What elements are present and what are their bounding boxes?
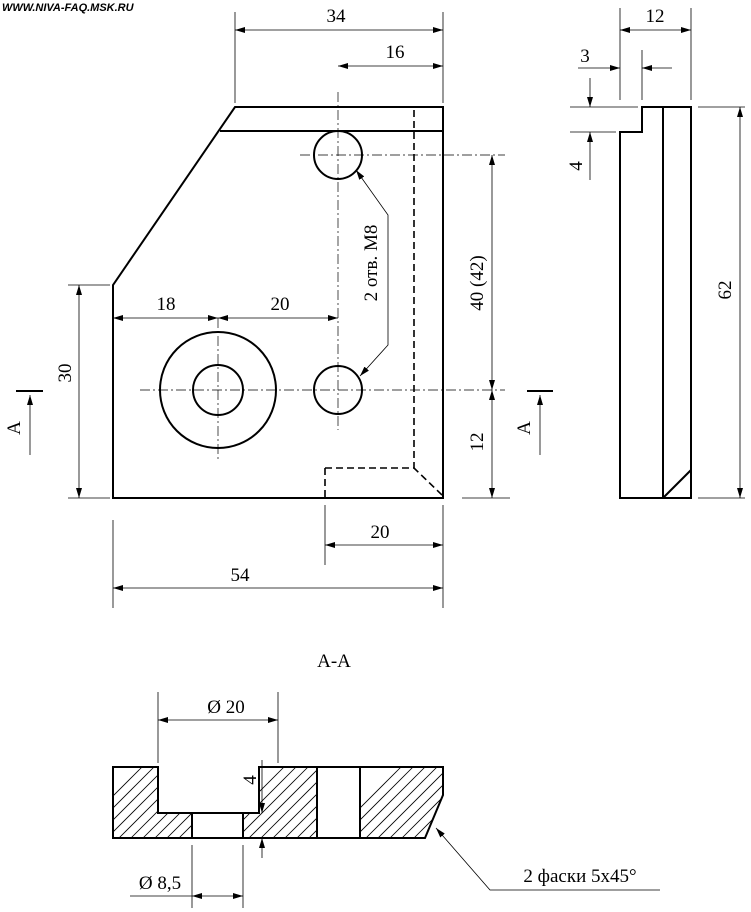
dim-text-30: 30 <box>55 364 76 383</box>
dim-text-18: 18 <box>157 294 176 315</box>
dim-text-12-thick: 12 <box>646 6 665 27</box>
dim-text-20-recess: 20 <box>371 522 390 543</box>
side-outline <box>619 106 692 499</box>
side-chamfer <box>662 469 692 499</box>
chamfer-leader <box>435 827 660 891</box>
chamfer-note: 2 фаски 5х45° <box>523 866 636 887</box>
section-view: A-A <box>112 651 660 908</box>
dim-text-4-section: 4 <box>240 775 261 785</box>
section-label-right: A <box>514 421 535 435</box>
dim-text-4-side: 4 <box>566 161 587 171</box>
section-label-left: A <box>4 421 25 435</box>
hatch-right <box>360 767 443 838</box>
dim-text-12: 12 <box>467 433 488 452</box>
hole-leader <box>355 169 389 377</box>
side-view: 12 3 4 62 <box>566 6 745 499</box>
section-marker-right: A <box>514 390 553 455</box>
dim-text-20-hole: 20 <box>271 294 290 315</box>
front-view: 34 16 18 20 30 40 (42) 12 20 54 2 отв. М… <box>4 6 553 608</box>
dim-text-62: 62 <box>715 281 736 300</box>
dim-text-3: 3 <box>580 46 590 67</box>
dim-text-54: 54 <box>231 565 251 586</box>
watermark: WWW.NIVA-FAQ.MSK.RU <box>2 2 135 14</box>
hatch-middle <box>243 767 317 838</box>
section-marker-left: A <box>4 390 43 455</box>
dim-text-d20: Ø 20 <box>207 697 244 718</box>
hatch-left <box>113 767 192 838</box>
dim-text-34: 34 <box>327 6 347 27</box>
hole-callout: 2 отв. М8 <box>361 225 382 302</box>
section-outline <box>112 766 444 839</box>
dim-text-16: 16 <box>386 42 405 63</box>
dim-text-d8-5: Ø 8,5 <box>139 873 181 894</box>
section-title: A-A <box>317 651 351 672</box>
dim-text-40: 40 (42) <box>467 255 488 310</box>
hidden-recess <box>324 467 444 498</box>
